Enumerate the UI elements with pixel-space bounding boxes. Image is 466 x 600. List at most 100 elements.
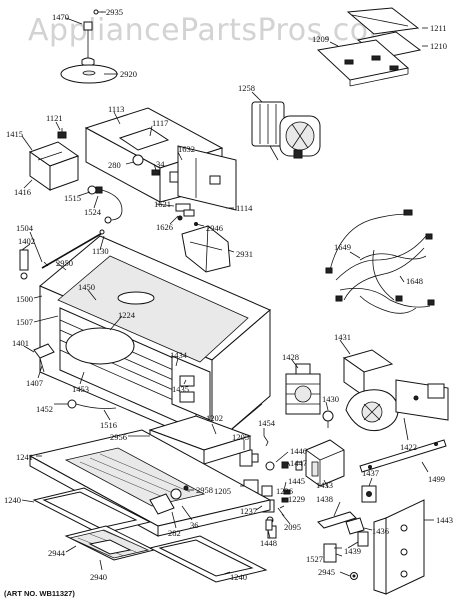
screw-part xyxy=(350,572,358,580)
label-1439: 1439 xyxy=(344,546,361,556)
switch-harness xyxy=(87,185,123,224)
label-2958: 2958 xyxy=(196,485,213,495)
label-1436: 1436 xyxy=(372,526,389,536)
light-cover xyxy=(148,415,252,465)
label-1258: 1258 xyxy=(238,83,255,93)
air-duct xyxy=(181,225,231,273)
label-1431: 1431 xyxy=(334,332,351,342)
control-bracket xyxy=(84,107,237,211)
label-1499: 1499 xyxy=(428,474,445,484)
door-switches xyxy=(317,485,377,563)
label-1121: 1121 xyxy=(46,113,63,123)
vent-grille-assembly xyxy=(316,7,422,87)
label-1450: 1450 xyxy=(78,282,95,292)
label-1415: 1415 xyxy=(6,129,23,139)
label-1241: 1241 xyxy=(16,452,33,462)
label-1114: 1114 xyxy=(236,203,253,213)
label-34: 34 xyxy=(156,159,165,169)
label-1438: 1438 xyxy=(316,494,333,504)
label-1500: 1500 xyxy=(16,294,33,304)
filter-box xyxy=(28,141,80,191)
label-1210: 1210 xyxy=(430,41,447,51)
label-1648: 1648 xyxy=(406,276,423,286)
label-1229: 1229 xyxy=(288,494,305,504)
label-1443: 1443 xyxy=(436,515,453,525)
hinge-rod xyxy=(41,229,105,269)
label-1407: 1407 xyxy=(26,378,43,388)
label-1504: 1504 xyxy=(16,223,34,233)
label-1516: 1516 xyxy=(100,420,117,430)
label-1205-upper: 1205 xyxy=(232,432,249,442)
label-1453: 1453 xyxy=(72,384,89,394)
part-labels: 1470 2935 2920 1211 1210 1209 1258 1121 … xyxy=(4,7,453,582)
label-280: 280 xyxy=(108,160,121,170)
vent-fan-motor xyxy=(251,101,321,161)
label-1649: 1649 xyxy=(334,242,351,252)
label-1237: 1237 xyxy=(240,506,257,516)
label-1452: 1452 xyxy=(36,404,53,414)
label-1448: 1448 xyxy=(260,538,277,548)
fuse-part xyxy=(265,519,273,531)
label-1205-lower: 1205 xyxy=(214,486,231,496)
label-1454: 1454 xyxy=(258,418,276,428)
relay-components xyxy=(239,435,303,471)
wire-harness xyxy=(325,209,435,314)
thermal-cutout xyxy=(322,410,334,428)
label-1401: 1401 xyxy=(12,338,29,348)
blower-fan-assembly xyxy=(342,349,449,432)
label-1402: 1402 xyxy=(18,236,35,246)
label-1433: 1433 xyxy=(316,480,333,490)
filter-frame xyxy=(32,487,152,535)
label-1236: 1236 xyxy=(276,486,293,496)
filter-frame-lower xyxy=(148,535,268,583)
label-1626: 1626 xyxy=(156,222,173,232)
label-1240-lower: 1240 xyxy=(230,572,247,582)
label-2946: 2946 xyxy=(206,223,223,233)
label-1507: 1507 xyxy=(16,317,33,327)
label-1447: 1447 xyxy=(290,458,307,468)
label-2940: 2940 xyxy=(90,572,107,582)
label-2945: 2945 xyxy=(318,567,335,577)
label-2931: 2931 xyxy=(236,249,253,259)
label-2920: 2920 xyxy=(120,69,137,79)
label-2095: 2095 xyxy=(284,522,301,532)
label-1240-upper: 1240 xyxy=(4,495,21,505)
label-1527: 1527 xyxy=(306,554,323,564)
leader-lines xyxy=(21,11,434,577)
label-1524: 1524 xyxy=(84,207,102,217)
label-2950: 2950 xyxy=(56,258,73,268)
art-number: (ART NO. WB11327) xyxy=(4,589,75,598)
side-bracket xyxy=(373,499,425,595)
latch-lever xyxy=(33,343,55,373)
label-1470: 1470 xyxy=(52,12,69,22)
clip-part xyxy=(57,128,67,139)
label-1437: 1437 xyxy=(362,468,379,478)
label-1224: 1224 xyxy=(118,310,136,320)
label-1428: 1428 xyxy=(282,352,299,362)
mounting-bar xyxy=(359,439,447,473)
label-1435: 1435 xyxy=(172,384,189,394)
glass-tray xyxy=(64,525,156,561)
label-282: 282 xyxy=(168,528,181,538)
stirrer-assembly xyxy=(60,9,118,84)
label-1416: 1416 xyxy=(14,187,31,197)
label-1632: 1632 xyxy=(178,144,195,154)
label-2944: 2944 xyxy=(48,548,66,558)
label-1113: 1113 xyxy=(108,104,124,114)
label-1445: 1445 xyxy=(288,476,305,486)
label-1621: 1621 xyxy=(154,199,171,209)
door-latch xyxy=(19,249,29,280)
label-1515: 1515 xyxy=(64,193,81,203)
label-1130: 1130 xyxy=(92,246,109,256)
label-1117: 1117 xyxy=(152,118,168,128)
label-1209: 1209 xyxy=(312,34,329,44)
label-1211: 1211 xyxy=(430,23,447,33)
label-1434: 1434 xyxy=(170,350,188,360)
lamp-socket xyxy=(67,399,117,409)
label-1202: 1202 xyxy=(206,413,223,423)
magnetron xyxy=(285,363,321,415)
label-36: 36 xyxy=(190,520,199,530)
label-2956: 2956 xyxy=(110,432,127,442)
interlock-switches xyxy=(175,203,198,226)
